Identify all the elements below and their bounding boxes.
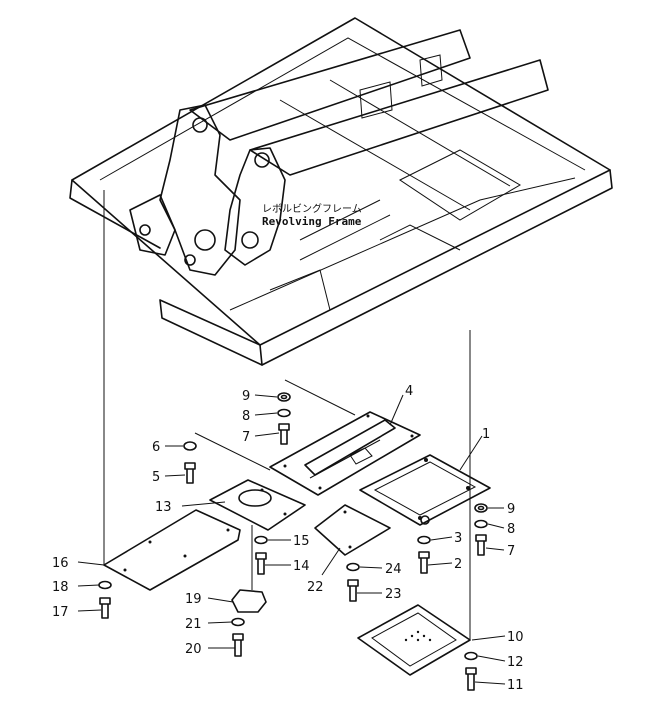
callout-1: 1 <box>482 427 490 442</box>
callout-7b: 7 <box>507 544 515 559</box>
callout-15: 15 <box>293 534 310 549</box>
callout-18: 18 <box>52 580 69 595</box>
callout-numbers: 9 8 7 4 1 6 5 13 16 18 17 15 14 19 21 20… <box>52 384 524 693</box>
frame-front-edge <box>69 169 613 366</box>
callout-5: 5 <box>152 470 160 485</box>
frame-label-japanese: レボルビングフレーム <box>262 202 362 215</box>
callout-21: 21 <box>185 617 202 632</box>
part-22-plate <box>314 504 391 556</box>
callout-17: 17 <box>52 605 69 620</box>
frame-label-english: Revolving Frame <box>262 215 362 228</box>
frame-left-edge <box>159 299 263 366</box>
part-10-plate <box>357 604 471 676</box>
callout-11: 11 <box>507 678 524 693</box>
callout-12: 12 <box>507 655 524 670</box>
frame-outline <box>71 17 611 346</box>
fasteners <box>98 392 488 691</box>
callout-8b: 8 <box>507 522 515 537</box>
frame-boom-right <box>249 59 549 176</box>
part-4-plate <box>269 379 421 496</box>
callout-14: 14 <box>293 559 310 574</box>
callout-16: 16 <box>52 556 69 571</box>
boom-bracket-left <box>159 104 241 276</box>
callout-6: 6 <box>152 440 160 455</box>
leader-lines <box>77 394 506 685</box>
part-1-plate <box>359 454 491 526</box>
callout-7a: 7 <box>242 430 250 445</box>
callout-4: 4 <box>405 384 413 399</box>
callout-8a: 8 <box>242 409 250 424</box>
callout-22: 22 <box>307 580 324 595</box>
callout-10: 10 <box>507 630 524 645</box>
revolving-frame: レボルビングフレーム Revolving Frame <box>69 17 613 366</box>
part-16-plate <box>103 509 241 591</box>
callout-9a: 9 <box>242 389 250 404</box>
callout-9b: 9 <box>507 502 515 517</box>
frame-boom-left <box>189 29 471 141</box>
callout-20: 20 <box>185 642 202 657</box>
boom-bracket-right <box>224 147 286 266</box>
callout-23: 23 <box>385 587 402 602</box>
callout-19: 19 <box>185 592 202 607</box>
part-13-plate <box>194 432 306 531</box>
callout-24: 24 <box>385 562 402 577</box>
part-19-cover <box>231 589 267 613</box>
callout-3: 3 <box>454 531 462 546</box>
callout-13: 13 <box>155 500 172 515</box>
callout-2: 2 <box>454 557 462 572</box>
